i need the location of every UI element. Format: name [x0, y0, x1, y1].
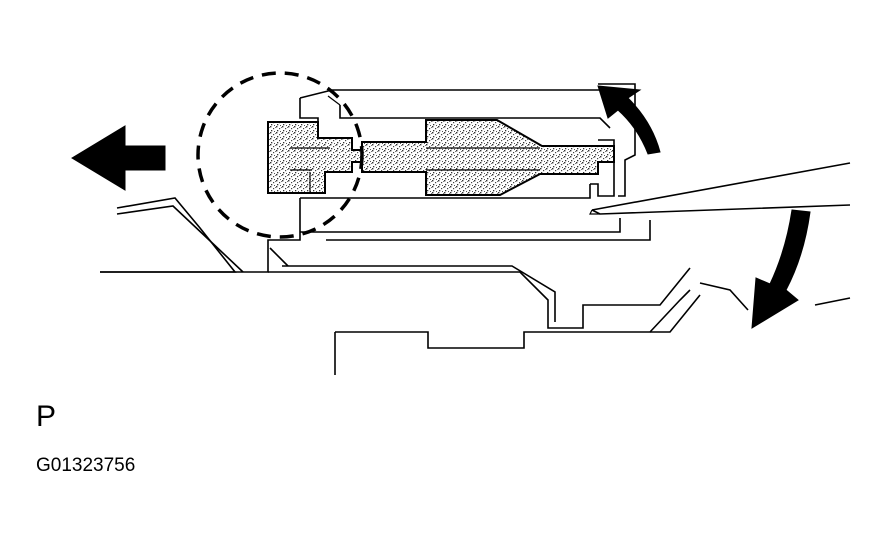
housing-outline — [100, 139, 851, 375]
curved-arrow-up-icon — [597, 85, 661, 155]
dashed-circle-icon — [196, 71, 364, 239]
curved-arrow-down-icon — [751, 209, 811, 329]
figure-code: G01323756 — [36, 455, 136, 476]
screwdriver-tool — [589, 162, 851, 215]
valve-part — [267, 119, 615, 196]
view-label: P — [36, 400, 57, 433]
arrow-left-icon — [71, 125, 166, 191]
